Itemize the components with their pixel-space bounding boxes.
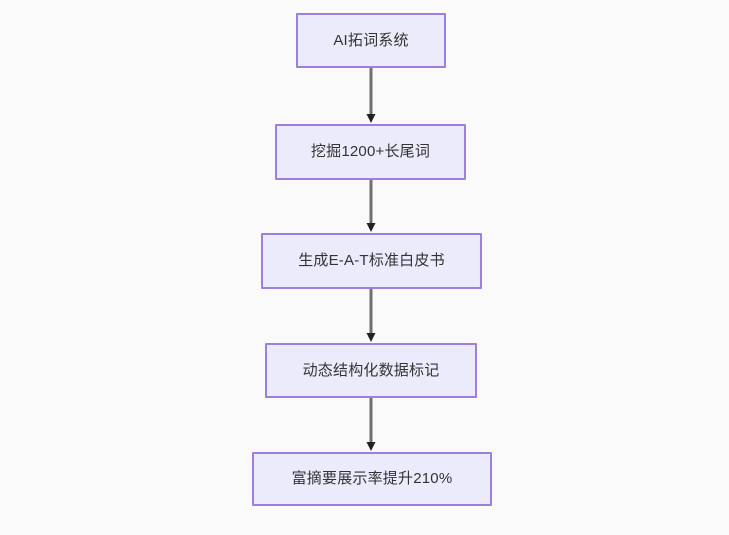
flow-node-label: AI拓词系统 [333,31,409,49]
flow-node-generate-eat-whitepaper[interactable]: 生成E-A-T标准白皮书 [261,233,482,289]
flow-node-rich-snippet-rate-increase[interactable]: 富摘要展示率提升210% [252,452,492,506]
flow-node-dynamic-structured-data-markup[interactable]: 动态结构化数据标记 [265,343,477,398]
flow-node-label: 动态结构化数据标记 [302,361,440,379]
flow-node-label: 生成E-A-T标准白皮书 [298,252,445,270]
flow-node-label: 挖掘1200+长尾词 [310,143,431,161]
flow-node-mine-longtail-keywords[interactable]: 挖掘1200+长尾词 [275,124,466,180]
flow-node-ai-keyword-system[interactable]: AI拓词系统 [296,13,446,68]
flow-node-label: 富摘要展示率提升210% [291,470,453,488]
